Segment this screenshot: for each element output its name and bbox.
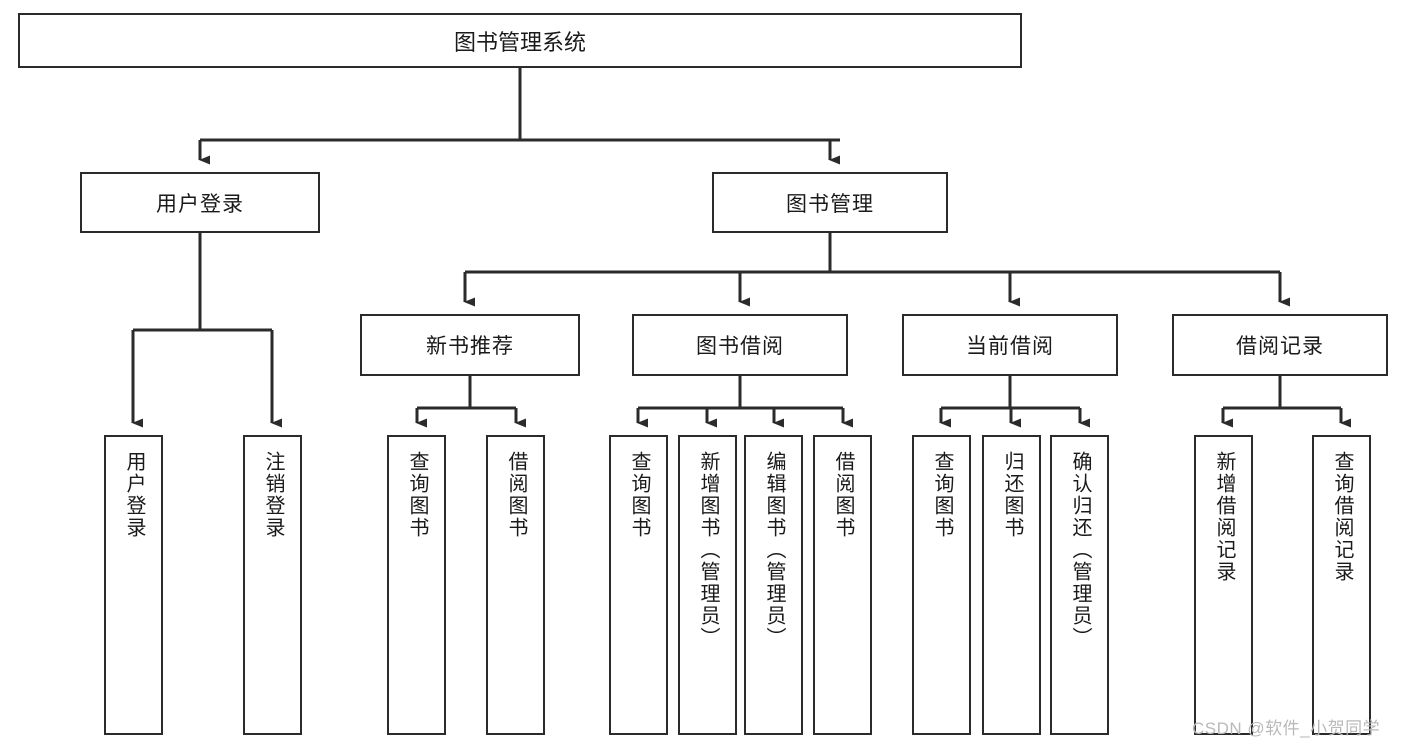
node-book-management-label: 图书管理 bbox=[786, 192, 874, 216]
leaf-logout-login[interactable]: 注销登录 bbox=[243, 435, 302, 735]
node-new-book-recommend-label: 新书推荐 bbox=[426, 335, 514, 358]
leaf-query-borrow-record-label: 查询借阅记录 bbox=[1331, 451, 1353, 583]
leaf-return-book-label: 归还图书 bbox=[1001, 451, 1023, 539]
leaf-edit-book-admin-label: 编辑图书（管理员） bbox=[763, 451, 785, 649]
node-root-label: 图书管理系统 bbox=[453, 29, 586, 55]
leaf-add-book-admin[interactable]: 新增图书（管理员） bbox=[678, 435, 737, 735]
leaf-user-login[interactable]: 用户登录 bbox=[104, 435, 163, 735]
leaf-query-book-1-label: 查询图书 bbox=[406, 451, 428, 539]
leaf-confirm-return-admin[interactable]: 确认归还（管理员） bbox=[1050, 435, 1109, 735]
leaf-edit-book-admin[interactable]: 编辑图书（管理员） bbox=[744, 435, 803, 735]
node-root[interactable]: 图书管理系统 bbox=[18, 13, 1022, 68]
leaf-borrow-book-1[interactable]: 借阅图书 bbox=[486, 435, 545, 735]
leaf-borrow-book-2[interactable]: 借阅图书 bbox=[813, 435, 872, 735]
leaf-query-book-1[interactable]: 查询图书 bbox=[387, 435, 446, 735]
leaf-return-book[interactable]: 归还图书 bbox=[982, 435, 1041, 735]
leaf-logout-login-label: 注销登录 bbox=[262, 451, 284, 539]
node-current-borrow[interactable]: 当前借阅 bbox=[902, 314, 1118, 376]
leaf-confirm-return-admin-label: 确认归还（管理员） bbox=[1069, 451, 1091, 649]
leaf-query-borrow-record[interactable]: 查询借阅记录 bbox=[1312, 435, 1371, 735]
leaf-user-login-label: 用户登录 bbox=[123, 451, 145, 539]
leaf-borrow-book-2-label: 借阅图书 bbox=[832, 451, 854, 539]
leaf-query-book-3[interactable]: 查询图书 bbox=[912, 435, 971, 735]
node-borrow-record-label: 借阅记录 bbox=[1236, 335, 1324, 358]
leaf-query-book-3-label: 查询图书 bbox=[931, 451, 953, 539]
node-new-book-recommend[interactable]: 新书推荐 bbox=[360, 314, 580, 376]
leaf-add-book-admin-label: 新增图书（管理员） bbox=[697, 451, 719, 649]
node-book-borrow[interactable]: 图书借阅 bbox=[632, 314, 848, 376]
node-current-borrow-label: 当前借阅 bbox=[966, 335, 1054, 358]
node-book-management[interactable]: 图书管理 bbox=[712, 172, 948, 233]
leaf-query-book-2-label: 查询图书 bbox=[628, 451, 650, 539]
leaf-borrow-book-1-label: 借阅图书 bbox=[505, 451, 527, 539]
leaf-query-book-2[interactable]: 查询图书 bbox=[609, 435, 668, 735]
node-user-login[interactable]: 用户登录 bbox=[80, 172, 320, 233]
leaf-add-borrow-record-label: 新增借阅记录 bbox=[1213, 451, 1235, 583]
watermark: CSDN @软件_小贺同学 bbox=[1192, 719, 1381, 738]
node-user-login-label: 用户登录 bbox=[156, 192, 244, 216]
node-borrow-record[interactable]: 借阅记录 bbox=[1172, 314, 1388, 376]
leaf-add-borrow-record[interactable]: 新增借阅记录 bbox=[1194, 435, 1253, 735]
node-book-borrow-label: 图书借阅 bbox=[696, 335, 784, 358]
